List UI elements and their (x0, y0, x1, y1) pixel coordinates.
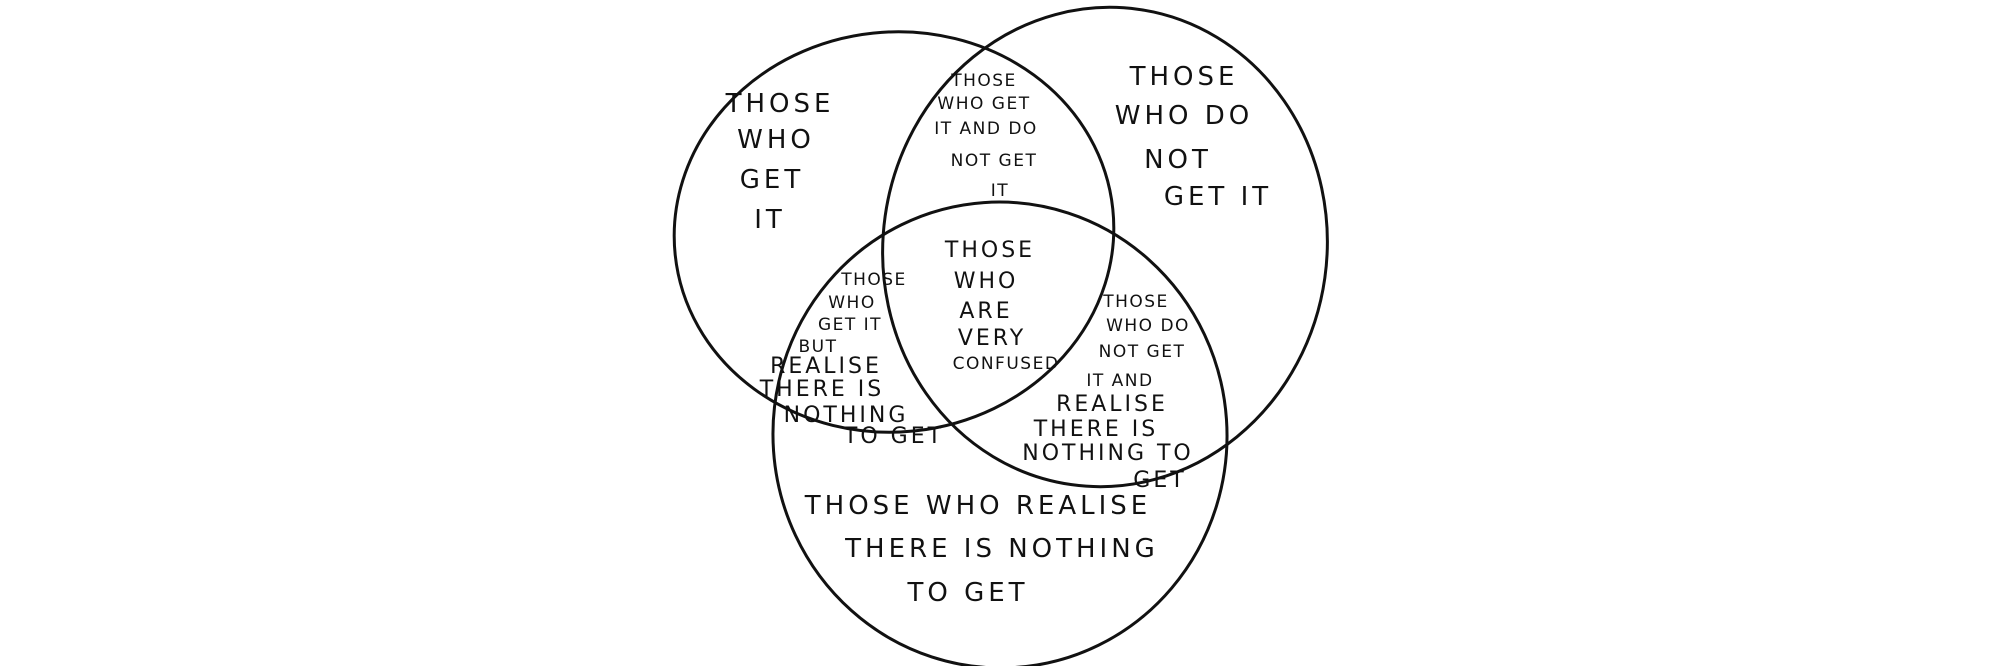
label-line: NOT (1144, 145, 1212, 175)
label-line: THOSE (725, 89, 835, 119)
label-line: NOT GET (1099, 342, 1186, 362)
circle-those-who-realise-nothing (771, 200, 1229, 666)
label-line: REALISE (1056, 392, 1168, 417)
label-line: WHO DO (1115, 101, 1253, 131)
label-line: GET IT (818, 315, 882, 335)
label-line: THOSE (950, 71, 1017, 91)
label-line: TO GET (843, 424, 944, 449)
label-line: WHO (954, 269, 1019, 294)
label-get-and-realise: THOSE WHO GET IT BUT REALISE THERE IS NO… (759, 270, 944, 449)
label-line: THOSE (1102, 292, 1169, 312)
label-line: THOSE (944, 238, 1035, 263)
label-line: IT AND (1086, 371, 1153, 391)
label-line: REALISE (770, 354, 882, 379)
circle-those-who-get-it (672, 30, 1116, 434)
label-line: WHO (737, 125, 815, 155)
label-line: WHO (828, 293, 875, 313)
label-those-who-get-it: THOSE WHO GET IT (725, 89, 835, 235)
label-get-and-not-get: THOSE WHO GET IT AND DO NOT GET IT (934, 71, 1038, 201)
label-line: GET IT (1164, 182, 1272, 212)
label-line: IT AND DO (934, 119, 1038, 139)
circle-those-who-do-not-get-it (881, 5, 1329, 489)
label-line: THERE IS (1033, 417, 1159, 442)
label-line: VERY (958, 326, 1026, 351)
label-line: NOT GET (951, 151, 1038, 171)
label-line: IT (991, 181, 1009, 201)
label-all-three: THOSE WHO ARE VERY CONFUSED (944, 238, 1060, 374)
label-line: WHO GET (937, 94, 1030, 114)
label-line: GET (740, 165, 804, 195)
label-those-who-realise-nothing: THOSE WHO REALISE THERE IS NOTHING TO GE… (804, 491, 1159, 608)
label-line: CONFUSED (953, 354, 1060, 374)
label-line: NOTHING (784, 403, 909, 428)
label-line: ARE (959, 299, 1012, 324)
label-line: TO GET (906, 578, 1028, 608)
label-line: THOSE (1129, 62, 1239, 92)
label-line: WHO DO (1106, 316, 1190, 336)
label-line: THERE IS (759, 377, 885, 402)
label-line: THOSE (840, 270, 907, 290)
label-those-who-do-not-get-it: THOSE WHO DO NOT GET IT (1115, 62, 1272, 212)
label-line: THOSE WHO REALISE (804, 491, 1151, 521)
label-line: NOTHING TO (1022, 441, 1194, 466)
label-not-get-and-realise: THOSE WHO DO NOT GET IT AND REALISE THER… (1022, 292, 1194, 493)
label-line: BUT (799, 337, 838, 357)
label-line: THERE IS NOTHING (844, 534, 1159, 564)
label-line: IT (754, 205, 786, 235)
label-line: GET (1133, 468, 1186, 493)
